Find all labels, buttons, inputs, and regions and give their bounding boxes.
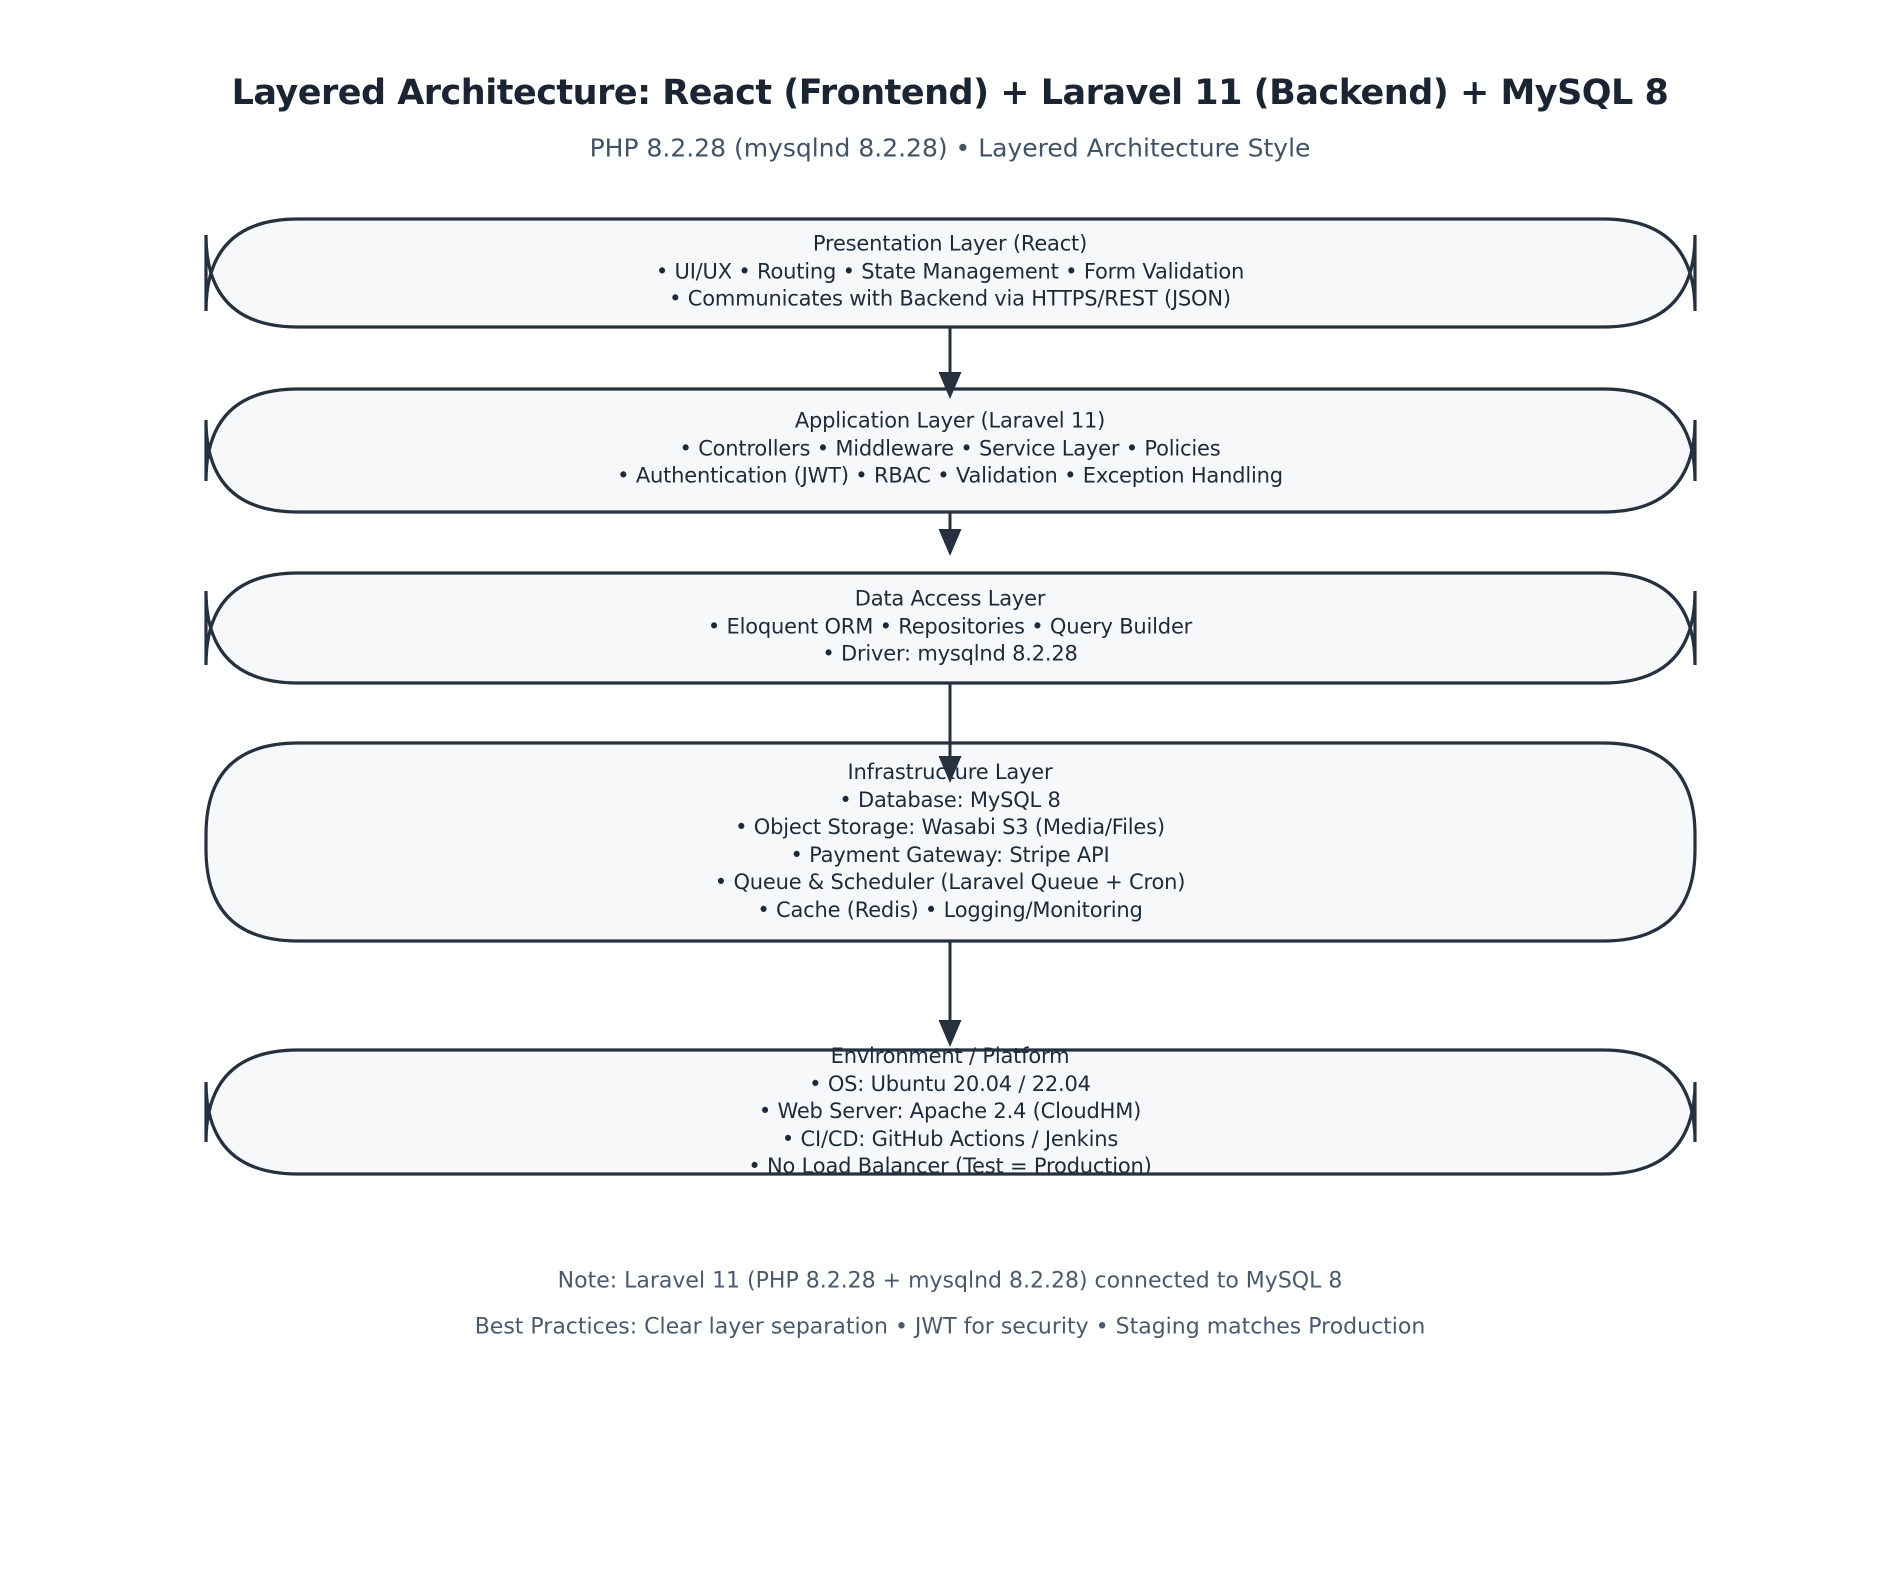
layer-text-presentation: Presentation Layer (React) • UI/UX • Rou…: [0, 231, 1900, 314]
layer-line: • Cache (Redis) • Logging/Monitoring: [757, 898, 1143, 923]
layer-line: • Web Server: Apache 2.4 (CloudHM): [758, 1099, 1142, 1124]
layer-text-application: Application Layer (Laravel 11) • Control…: [0, 408, 1900, 491]
layer-line: • Queue & Scheduler (Laravel Queue + Cro…: [714, 870, 1186, 895]
diagram-subtitle: PHP 8.2.28 (mysqlnd 8.2.28) • Layered Ar…: [589, 133, 1311, 163]
layer-line: • CI/CD: GitHub Actions / Jenkins: [781, 1126, 1119, 1151]
diagram-title: Layered Architecture: React (Frontend) +…: [231, 73, 1669, 113]
layer-text-environment: Environment / Platform • OS: Ubuntu 20.0…: [0, 1043, 1900, 1181]
layer-line: • Communicates with Backend via HTTPS/RE…: [669, 286, 1231, 311]
layer-title: Environment / Platform: [830, 1044, 1070, 1069]
layer-title: Infrastructure Layer: [847, 760, 1053, 785]
layer-line: • Authentication (JWT) • RBAC • Validati…: [617, 463, 1283, 488]
layer-text-infrastructure: Infrastructure Layer • Database: MySQL 8…: [0, 759, 1900, 925]
layer-line: • Eloquent ORM • Repositories • Query Bu…: [707, 614, 1193, 639]
layer-text-data-access: Data Access Layer • Eloquent ORM • Repos…: [0, 586, 1900, 669]
note-line-2: Best Practices: Clear layer separation •…: [474, 1314, 1426, 1340]
layer-line: • OS: Ubuntu 20.04 / 22.04: [809, 1071, 1091, 1096]
layer-line: • UI/UX • Routing • State Management • F…: [655, 259, 1245, 284]
note-line-1: Note: Laravel 11 (PHP 8.2.28 + mysqlnd 8…: [557, 1268, 1343, 1294]
layer-line: • No Load Balancer (Test = Production): [748, 1154, 1152, 1179]
layer-line: • Controllers • Middleware • Service Lay…: [679, 436, 1221, 461]
layer-title: Application Layer (Laravel 11): [794, 408, 1106, 433]
layer-line: • Driver: mysqlnd 8.2.28: [822, 641, 1078, 666]
layer-title: Data Access Layer: [854, 586, 1046, 611]
layer-line: • Payment Gateway: Stripe API: [790, 843, 1110, 867]
layer-title: Presentation Layer (React): [812, 231, 1088, 256]
layer-line: • Database: MySQL 8: [839, 787, 1061, 812]
layer-line: • Object Storage: Wasabi S3 (Media/Files…: [735, 815, 1165, 840]
